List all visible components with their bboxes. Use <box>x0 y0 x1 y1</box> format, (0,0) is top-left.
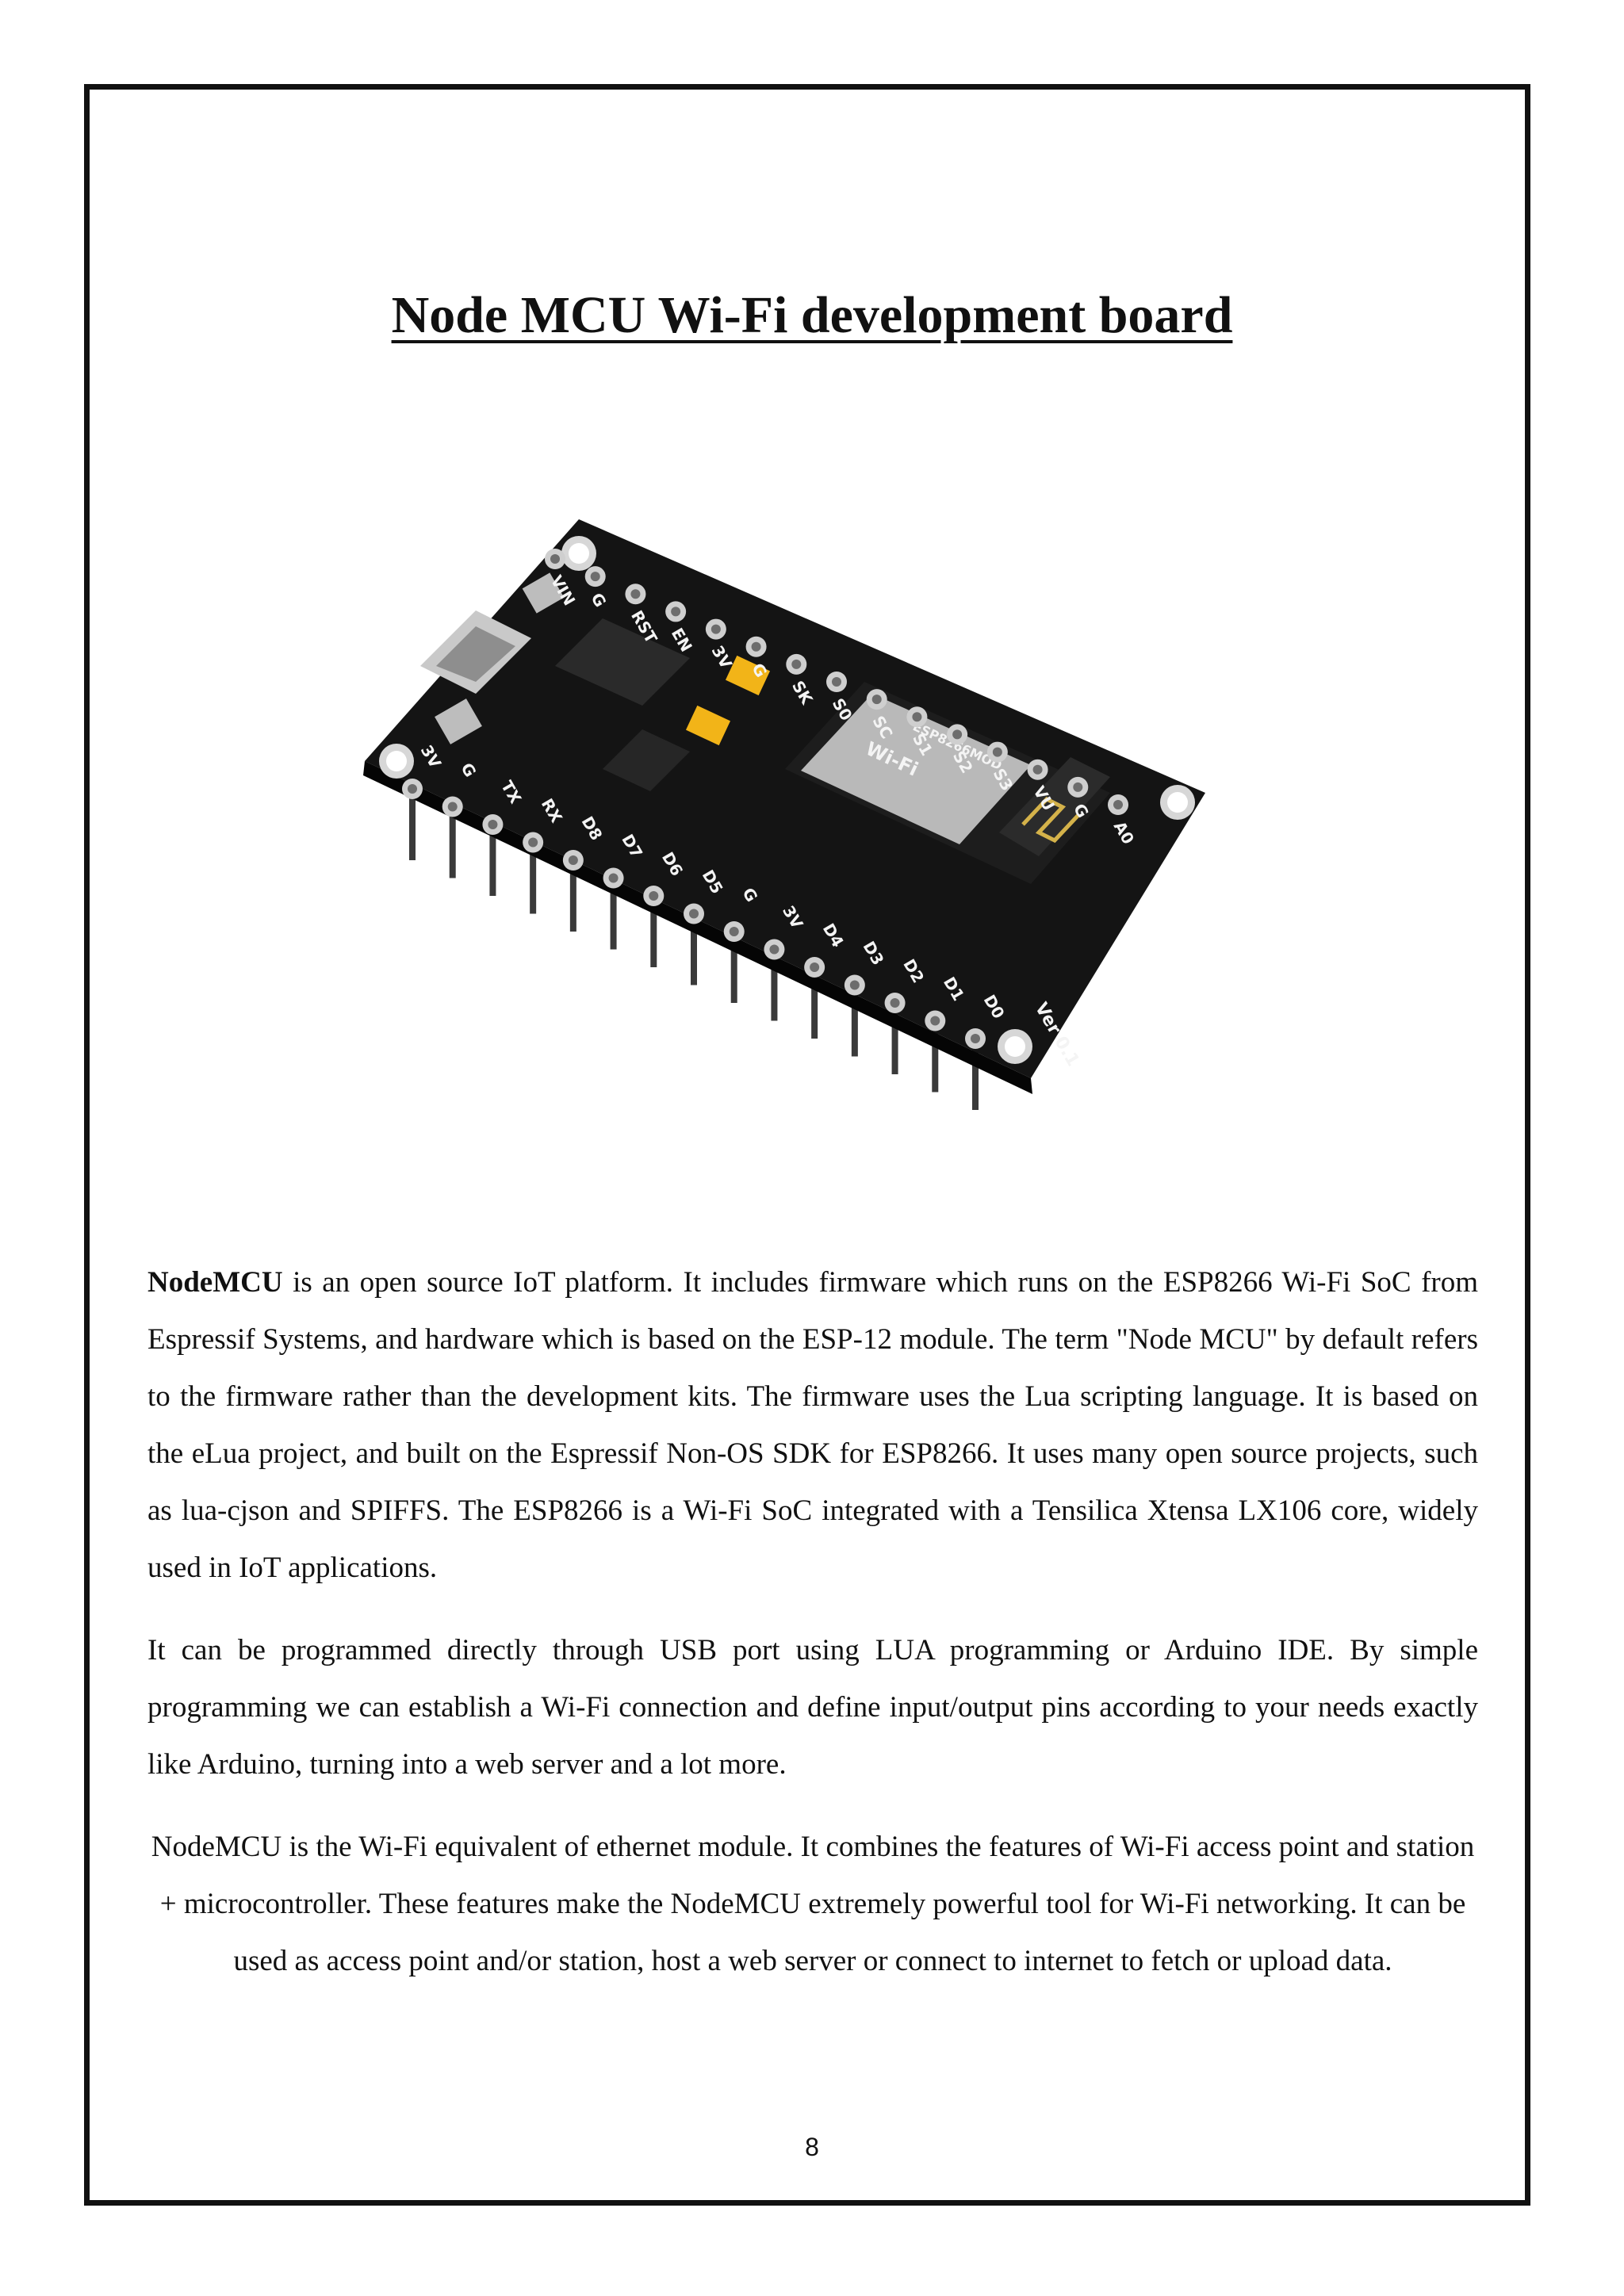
flash-button <box>522 572 565 614</box>
pin-leg <box>449 814 456 878</box>
pin-hole <box>751 641 761 652</box>
pin-leg <box>851 993 858 1057</box>
usb-serial-chip <box>555 618 690 706</box>
pin-hole <box>791 659 802 669</box>
pin-hole <box>630 589 641 599</box>
pin-leg <box>489 832 496 896</box>
paragraph-1-body: is an open source IoT platform. It inclu… <box>147 1266 1478 1584</box>
voltage-regulator <box>603 729 690 791</box>
pin-hole <box>689 909 699 919</box>
pin-hole <box>710 624 721 634</box>
reset-button <box>435 698 482 744</box>
pin-hole <box>912 712 922 722</box>
mounting-holes <box>379 536 1195 1064</box>
pin-hole <box>488 820 498 829</box>
pin-hole <box>550 554 560 564</box>
pin-hole <box>590 572 600 582</box>
capacitor <box>725 655 771 696</box>
pin-hole <box>930 1016 940 1026</box>
pin-hole <box>1032 764 1043 775</box>
pin-hole <box>408 784 417 794</box>
pin-hole <box>890 998 900 1008</box>
pin-hole <box>832 677 841 687</box>
pin-leg <box>569 868 576 932</box>
page-border <box>84 84 1530 2206</box>
pin-leg <box>932 1028 939 1093</box>
pin-leg <box>891 1011 898 1074</box>
pin-hole <box>810 962 820 972</box>
pin-hole <box>608 873 619 883</box>
paragraph-3: NodeMCU is the Wi-Fi equivalent of ether… <box>151 1831 1475 1977</box>
micro-usb-port <box>420 610 531 694</box>
page-title: Node MCU Wi-Fi development board <box>391 286 1233 344</box>
pin-leg <box>771 957 778 1021</box>
paragraph-1: NodeMCU is an open source IoT platform. … <box>147 1254 1478 1597</box>
pin-hole <box>952 729 963 740</box>
pin-hole <box>871 695 882 705</box>
pin-hole <box>769 944 779 955</box>
capacitor <box>685 705 731 746</box>
pin-leg <box>610 886 617 950</box>
pin-hole <box>528 837 538 848</box>
pin-leg <box>811 975 818 1039</box>
pin-hole <box>971 1034 980 1043</box>
page-number: 8 <box>805 2133 819 2161</box>
pin-hole <box>447 802 458 812</box>
pin-leg <box>650 904 657 967</box>
pin-leg <box>691 921 697 985</box>
pin-leg <box>409 797 416 860</box>
pin-hole <box>568 855 578 865</box>
pin-leg <box>530 850 537 914</box>
header-pins <box>409 797 979 1110</box>
pin-hole <box>729 927 739 936</box>
pin-hole <box>1073 782 1083 792</box>
pin-leg <box>972 1047 979 1110</box>
pin-hole <box>1113 800 1123 809</box>
pin-leg <box>730 939 737 1003</box>
pin-hole <box>992 747 1002 757</box>
pin-hole <box>671 607 681 617</box>
paragraph-1-lead: NodeMCU <box>147 1266 283 1299</box>
pin-hole <box>849 980 860 990</box>
pin-hole <box>649 891 659 901</box>
paragraph-2: It can be programmed directly through US… <box>147 1634 1478 1781</box>
